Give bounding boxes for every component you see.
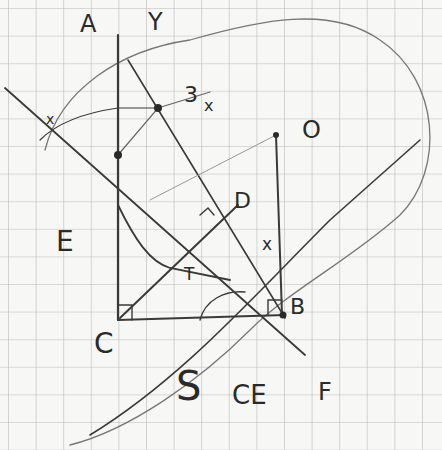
construction-lines [5, 19, 430, 445]
point-label: Y [148, 10, 163, 34]
point-label: F [318, 380, 332, 404]
point-label: x [46, 112, 54, 126]
point-label: x [204, 98, 213, 114]
point-label: O [302, 118, 321, 142]
point-label: CE [232, 382, 267, 408]
points [114, 104, 287, 319]
point-label: T [184, 266, 194, 283]
point-label: A [80, 12, 96, 36]
point-label: D [234, 190, 251, 212]
point-label: E [56, 228, 74, 256]
point-label: B [290, 296, 305, 318]
point-label: C [94, 330, 114, 358]
point-label: x [262, 236, 272, 253]
point-label: S [176, 366, 201, 406]
point-label: 3 [184, 84, 198, 106]
